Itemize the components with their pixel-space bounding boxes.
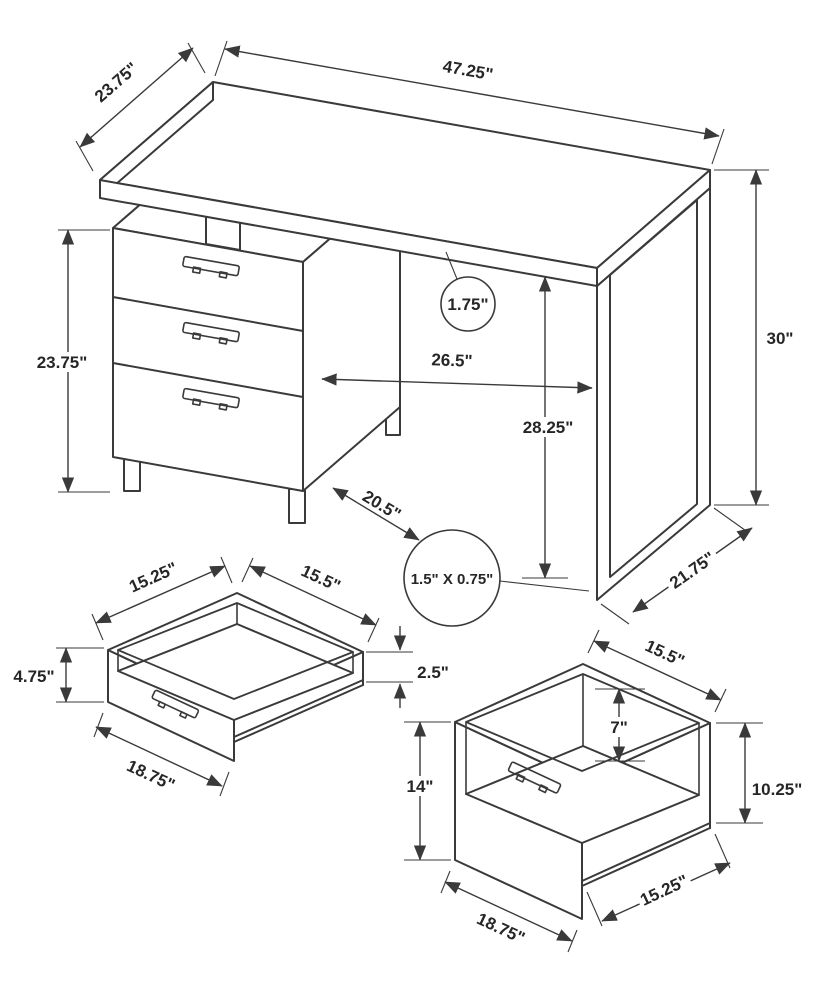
dim-small-front-height-label: 4.75"	[13, 667, 54, 686]
dim-underside-height-label: 28.25"	[523, 418, 574, 437]
dim-file-inner-depth: 7"	[595, 688, 645, 762]
dim-file-inner-depth-label: 7"	[610, 718, 628, 737]
dim-desk-height: 30"	[714, 169, 797, 506]
small-drawer-bottom-edge	[233, 684, 364, 743]
dim-file-side-height: 10.25"	[716, 722, 805, 824]
file-drawer-figure	[454, 663, 711, 920]
dim-cabinet-height: 23.75"	[31, 229, 110, 493]
drawer-divider-2	[112, 362, 304, 398]
dim-small-side-height-label: 2.5"	[417, 663, 449, 682]
small-drawer-figure	[107, 592, 364, 762]
dim-leg-depth-label: 21.75"	[666, 548, 718, 593]
desktop-front-edge	[99, 179, 598, 287]
drawer-handle-file	[182, 387, 240, 411]
dim-underside-height: 28.25"	[516, 276, 580, 579]
dim-file-front-height-label: 14"	[407, 777, 434, 796]
callout-top-thickness: 1.75"	[440, 251, 496, 332]
callout-leg-profile-label: 1.5" X 0.75"	[411, 571, 494, 588]
small-drawer-handle	[151, 689, 200, 719]
cabinet-foot-right	[288, 488, 306, 524]
dim-cabinet-depth-label: 20.5"	[359, 487, 404, 524]
desk-dimensions: 47.25" 23.75" 30"	[31, 40, 797, 627]
dim-small-front-height: 4.75"	[12, 647, 104, 703]
callout-top-thickness-label: 1.75"	[447, 295, 488, 314]
dim-file-front-height: 14"	[404, 721, 451, 861]
dim-knee-clearance-label: 26.5"	[431, 350, 473, 370]
dim-small-inner-depth-label: 15.25"	[126, 558, 180, 596]
dim-file-bottom-depth-label: 15.25"	[637, 871, 691, 910]
drawer-handle-top	[182, 255, 240, 279]
callout-leg-profile: 1.5" X 0.75"	[403, 529, 590, 627]
file-drawer-dimensions: 15.5" 7" 14" 1	[404, 629, 805, 953]
dim-small-inner-width-label: 15.5"	[298, 561, 343, 596]
dim-cabinet-depth: 20.5"	[332, 484, 420, 541]
dim-file-front-width-label: 18.75"	[474, 909, 528, 948]
cabinet-front-face	[112, 227, 304, 492]
dim-file-side-height-label: 10.25"	[752, 780, 803, 799]
dim-small-side-height: 2.5"	[366, 626, 451, 708]
dim-cabinet-height-label: 23.75"	[37, 353, 88, 372]
dim-desk-height-label: 30"	[767, 329, 794, 348]
desk-figure	[99, 81, 711, 601]
dim-desk-width-label: 47.25"	[441, 57, 494, 84]
drawer-divider-1	[112, 296, 304, 332]
dim-file-inner-width-label: 15.5"	[642, 636, 687, 671]
file-drawer-handle	[507, 761, 562, 794]
drawer-handle-middle	[182, 321, 240, 345]
